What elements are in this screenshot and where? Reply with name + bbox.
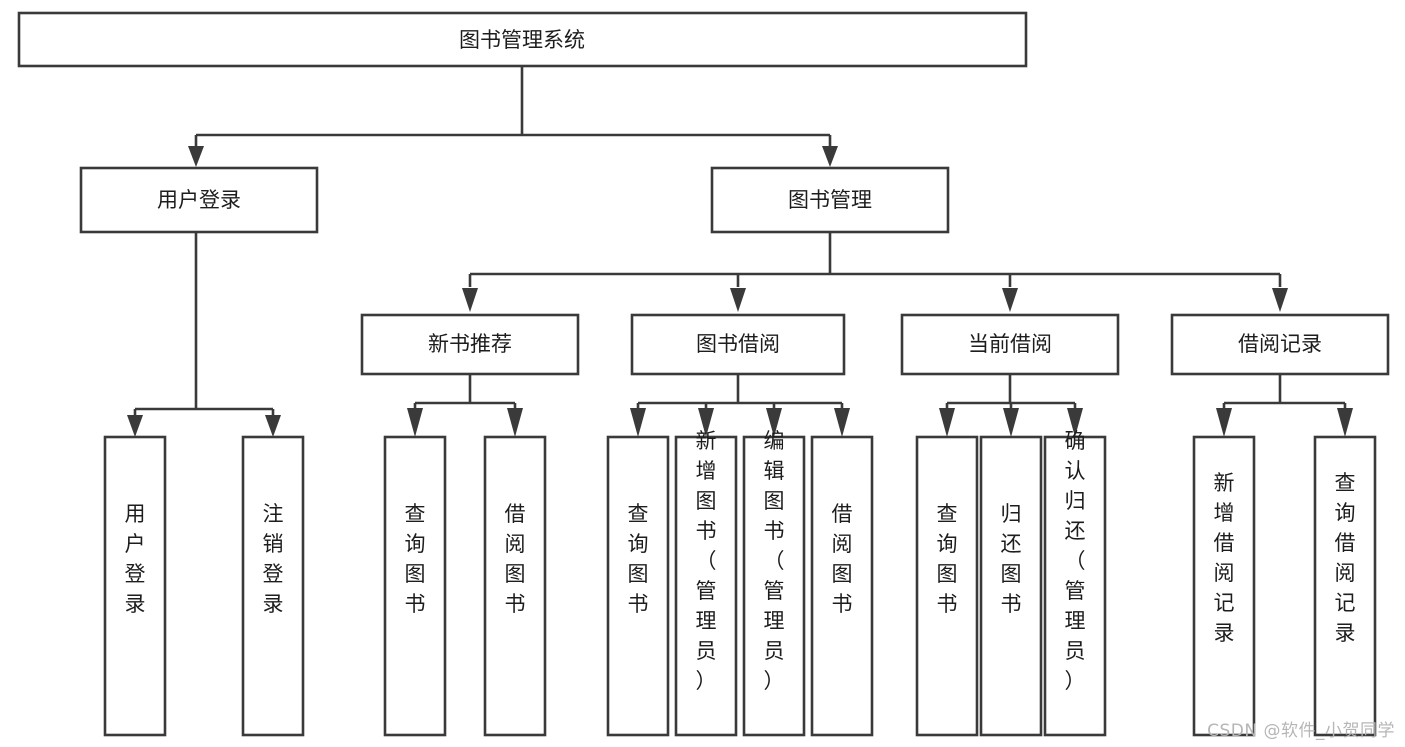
leaf-current-borrow-2[interactable]: 归还图书 — [979, 435, 1043, 737]
connector-group-bookborrow — [630, 374, 850, 437]
leaf-borrow-record-1-box[interactable] — [1192, 435, 1256, 737]
leaf-new-book-2-label: 借阅图书 — [505, 502, 526, 616]
leaf-new-book-1-box[interactable] — [383, 435, 447, 737]
leaf-current-borrow-3-box[interactable] — [1043, 435, 1107, 737]
leaf-user-login-2[interactable]: 注销登录 — [241, 435, 305, 737]
arrowhead-userlogin — [188, 146, 204, 167]
csdn-watermark: CSDN @软件_小贺同学 — [1207, 721, 1395, 741]
leaf-current-borrow-3-label: 确认归还（管理员） — [1065, 429, 1086, 693]
leaf-book-borrow-1-label: 查询图书 — [628, 502, 649, 616]
leaf-book-borrow-1[interactable]: 查询图书 — [606, 435, 670, 737]
leaf-user-login-1[interactable]: 用户登录 — [103, 435, 167, 737]
node-current-borrow-box[interactable] — [900, 313, 1120, 376]
connector-group-root — [188, 66, 838, 167]
node-borrow-record-box[interactable] — [1170, 313, 1390, 376]
node-borrow-record-label: 借阅记录 — [1238, 332, 1322, 356]
node-book-management-label: 图书管理 — [788, 188, 872, 212]
arrowhead-leaf-borrowrecord-1 — [1216, 408, 1232, 437]
leaf-book-borrow-4[interactable]: 借阅图书 — [810, 435, 874, 737]
node-root-box[interactable] — [17, 11, 1028, 68]
leaf-user-login-1-label: 用户登录 — [125, 502, 146, 616]
leaf-user-login-2-label: 注销登录 — [263, 502, 284, 616]
arrowhead-leaf-currentborrow-2 — [1003, 408, 1019, 437]
leaf-new-book-1[interactable]: 查询图书 — [383, 435, 447, 737]
node-new-book-recommend-label: 新书推荐 — [428, 332, 512, 356]
leaf-user-login-1-box[interactable] — [103, 435, 167, 737]
arrowhead-leaf-newbook-2 — [507, 408, 523, 437]
leaf-current-borrow-2-box[interactable] — [979, 435, 1043, 737]
node-new-book-recommend[interactable]: 新书推荐 — [360, 313, 580, 376]
arrowhead-leaf-bookborrow-4 — [834, 408, 850, 437]
connector-group-borrowrecord — [1216, 374, 1353, 437]
leaf-book-borrow-3-label: 编辑图书（管理员） — [764, 429, 785, 693]
arrowhead-bookborrow — [730, 288, 746, 312]
arrowhead-newbook — [462, 288, 478, 312]
connector-group-newbook — [407, 374, 523, 437]
leaf-borrow-record-2[interactable]: 查询借阅记录 — [1313, 435, 1377, 737]
leaf-book-borrow-4-label: 借阅图书 — [832, 502, 853, 616]
arrowhead-leaf-user-login-1 — [127, 415, 143, 437]
node-book-management-box[interactable] — [710, 166, 950, 234]
node-book-management[interactable]: 图书管理 — [710, 166, 950, 234]
node-user-login-box[interactable] — [79, 166, 319, 234]
leaf-book-borrow-2-box[interactable] — [674, 435, 738, 737]
leaf-current-borrow-1[interactable]: 查询图书 — [915, 435, 979, 737]
leaf-user-login-2-box[interactable] — [241, 435, 305, 737]
leaf-current-borrow-2-label: 归还图书 — [1001, 502, 1022, 616]
leaf-new-book-1-label: 查询图书 — [405, 502, 426, 616]
arrowhead-leaf-newbook-1 — [407, 408, 423, 437]
leaf-book-borrow-1-box[interactable] — [606, 435, 670, 737]
leaf-new-book-2[interactable]: 借阅图书 — [483, 435, 547, 737]
arrowhead-borrowrecord — [1272, 288, 1288, 312]
leaf-borrow-record-2-label: 查询借阅记录 — [1335, 471, 1356, 645]
leaf-borrow-record-1[interactable]: 新增借阅记录 — [1192, 435, 1256, 737]
leaf-current-borrow-1-label: 查询图书 — [937, 502, 958, 616]
node-book-borrow-label: 图书借阅 — [696, 332, 780, 356]
leaf-book-borrow-2-label: 新增图书（管理员） — [696, 429, 717, 693]
connector-group-bookmgmt — [462, 232, 1288, 312]
leaf-book-borrow-4-box[interactable] — [810, 435, 874, 737]
leaf-new-book-2-box[interactable] — [483, 435, 547, 737]
leaf-borrow-record-2-box[interactable] — [1313, 435, 1377, 737]
node-current-borrow[interactable]: 当前借阅 — [900, 313, 1120, 376]
arrowhead-leaf-bookborrow-2 — [698, 408, 714, 437]
node-book-borrow-box[interactable] — [630, 313, 846, 376]
node-user-login[interactable]: 用户登录 — [79, 166, 319, 234]
arrowhead-leaf-borrowrecord-2 — [1337, 408, 1353, 437]
leaf-current-borrow-1-box[interactable] — [915, 435, 979, 737]
arrowhead-leaf-bookborrow-3 — [766, 408, 782, 437]
arrowhead-bookmgmt — [822, 146, 838, 167]
arrowhead-leaf-currentborrow-3 — [1067, 408, 1083, 437]
arrowhead-leaf-currentborrow-1 — [939, 408, 955, 437]
arrowhead-currentborrow — [1002, 288, 1018, 312]
node-new-book-recommend-box[interactable] — [360, 313, 580, 376]
connector-group-currentborrow — [939, 374, 1083, 437]
leaf-book-borrow-2[interactable]: 新增图书（管理员） — [674, 429, 738, 737]
node-root-label: 图书管理系统 — [459, 28, 585, 52]
arrowhead-leaf-bookborrow-1 — [630, 408, 646, 437]
leaf-book-borrow-3[interactable]: 编辑图书（管理员） — [742, 429, 806, 737]
node-user-login-label: 用户登录 — [157, 188, 241, 212]
leaf-borrow-record-1-label: 新增借阅记录 — [1214, 471, 1235, 645]
leaf-current-borrow-3[interactable]: 确认归还（管理员） — [1043, 429, 1107, 737]
node-borrow-record[interactable]: 借阅记录 — [1170, 313, 1390, 376]
arrowhead-leaf-user-login-2 — [265, 415, 281, 437]
node-current-borrow-label: 当前借阅 — [968, 332, 1052, 356]
leaf-book-borrow-3-box[interactable] — [742, 435, 806, 737]
connector-group-userlogin — [127, 232, 281, 437]
node-root[interactable]: 图书管理系统 — [17, 11, 1028, 68]
node-book-borrow[interactable]: 图书借阅 — [630, 313, 846, 376]
